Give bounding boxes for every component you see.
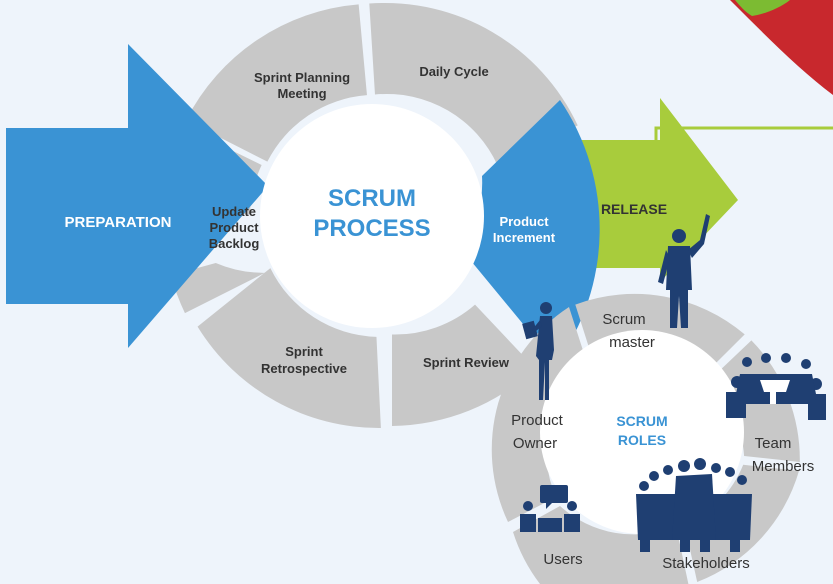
label-update-backlog-2: Product [209,220,259,235]
label-product-increment-2: Increment [493,230,556,245]
segment-product-increment [462,100,600,364]
segment-sprint-planning [186,4,367,162]
process-title-line2: PROCESS [313,215,430,242]
label-sprint-review: Sprint Review [423,355,510,370]
preparation-arrow-icon [6,44,268,348]
release-arrow-icon [560,98,738,282]
release-connector [654,126,833,210]
role-label-product-owner-1: Product [511,412,564,429]
businessman-pointing-icon [658,214,710,328]
businesswoman-clipboard-icon [522,302,554,400]
label-sprint-planning-1: Sprint Planning [254,70,350,85]
users-chat-icon [520,485,580,532]
segment-sprint-review [392,304,536,426]
role-label-stakeholders: Stakeholders [662,555,750,572]
role-segment-product-owner [491,307,588,522]
roles-title-line1: SCRUM [616,413,667,429]
label-update-backlog-1: Update [212,204,256,219]
segment-daily-cycle [369,2,578,166]
process-center-circle [260,104,484,328]
label-sprint-planning-2: Meeting [277,86,326,101]
label-daily-cycle: Daily Cycle [419,64,488,79]
role-label-product-owner-2: Owner [513,435,557,452]
segment-retrospective [170,262,265,314]
release-label: RELEASE [601,201,667,217]
label-product-increment-1: Product [499,214,549,229]
label-retrospective-2: Retrospective [261,361,347,376]
role-label-team-members-1: Team [755,435,792,452]
role-label-users: Users [543,551,582,568]
label-retrospective-1: Sprint [285,344,323,359]
preparation-label: PREPARATION [65,214,172,231]
label-update-backlog-3: Backlog [209,236,260,251]
role-label-team-members-2: Members [752,458,815,475]
role-label-scrum-master-2: master [609,334,655,351]
team-meeting-icon [726,353,826,420]
role-label-scrum-master-1: Scrum [602,311,645,328]
segment-retrospective-main [197,268,381,428]
roles-title-line2: ROLES [618,432,666,448]
crowd-icon [636,458,752,552]
process-title-line1: SCRUM [328,185,416,212]
corner-badge-icon [730,0,833,95]
